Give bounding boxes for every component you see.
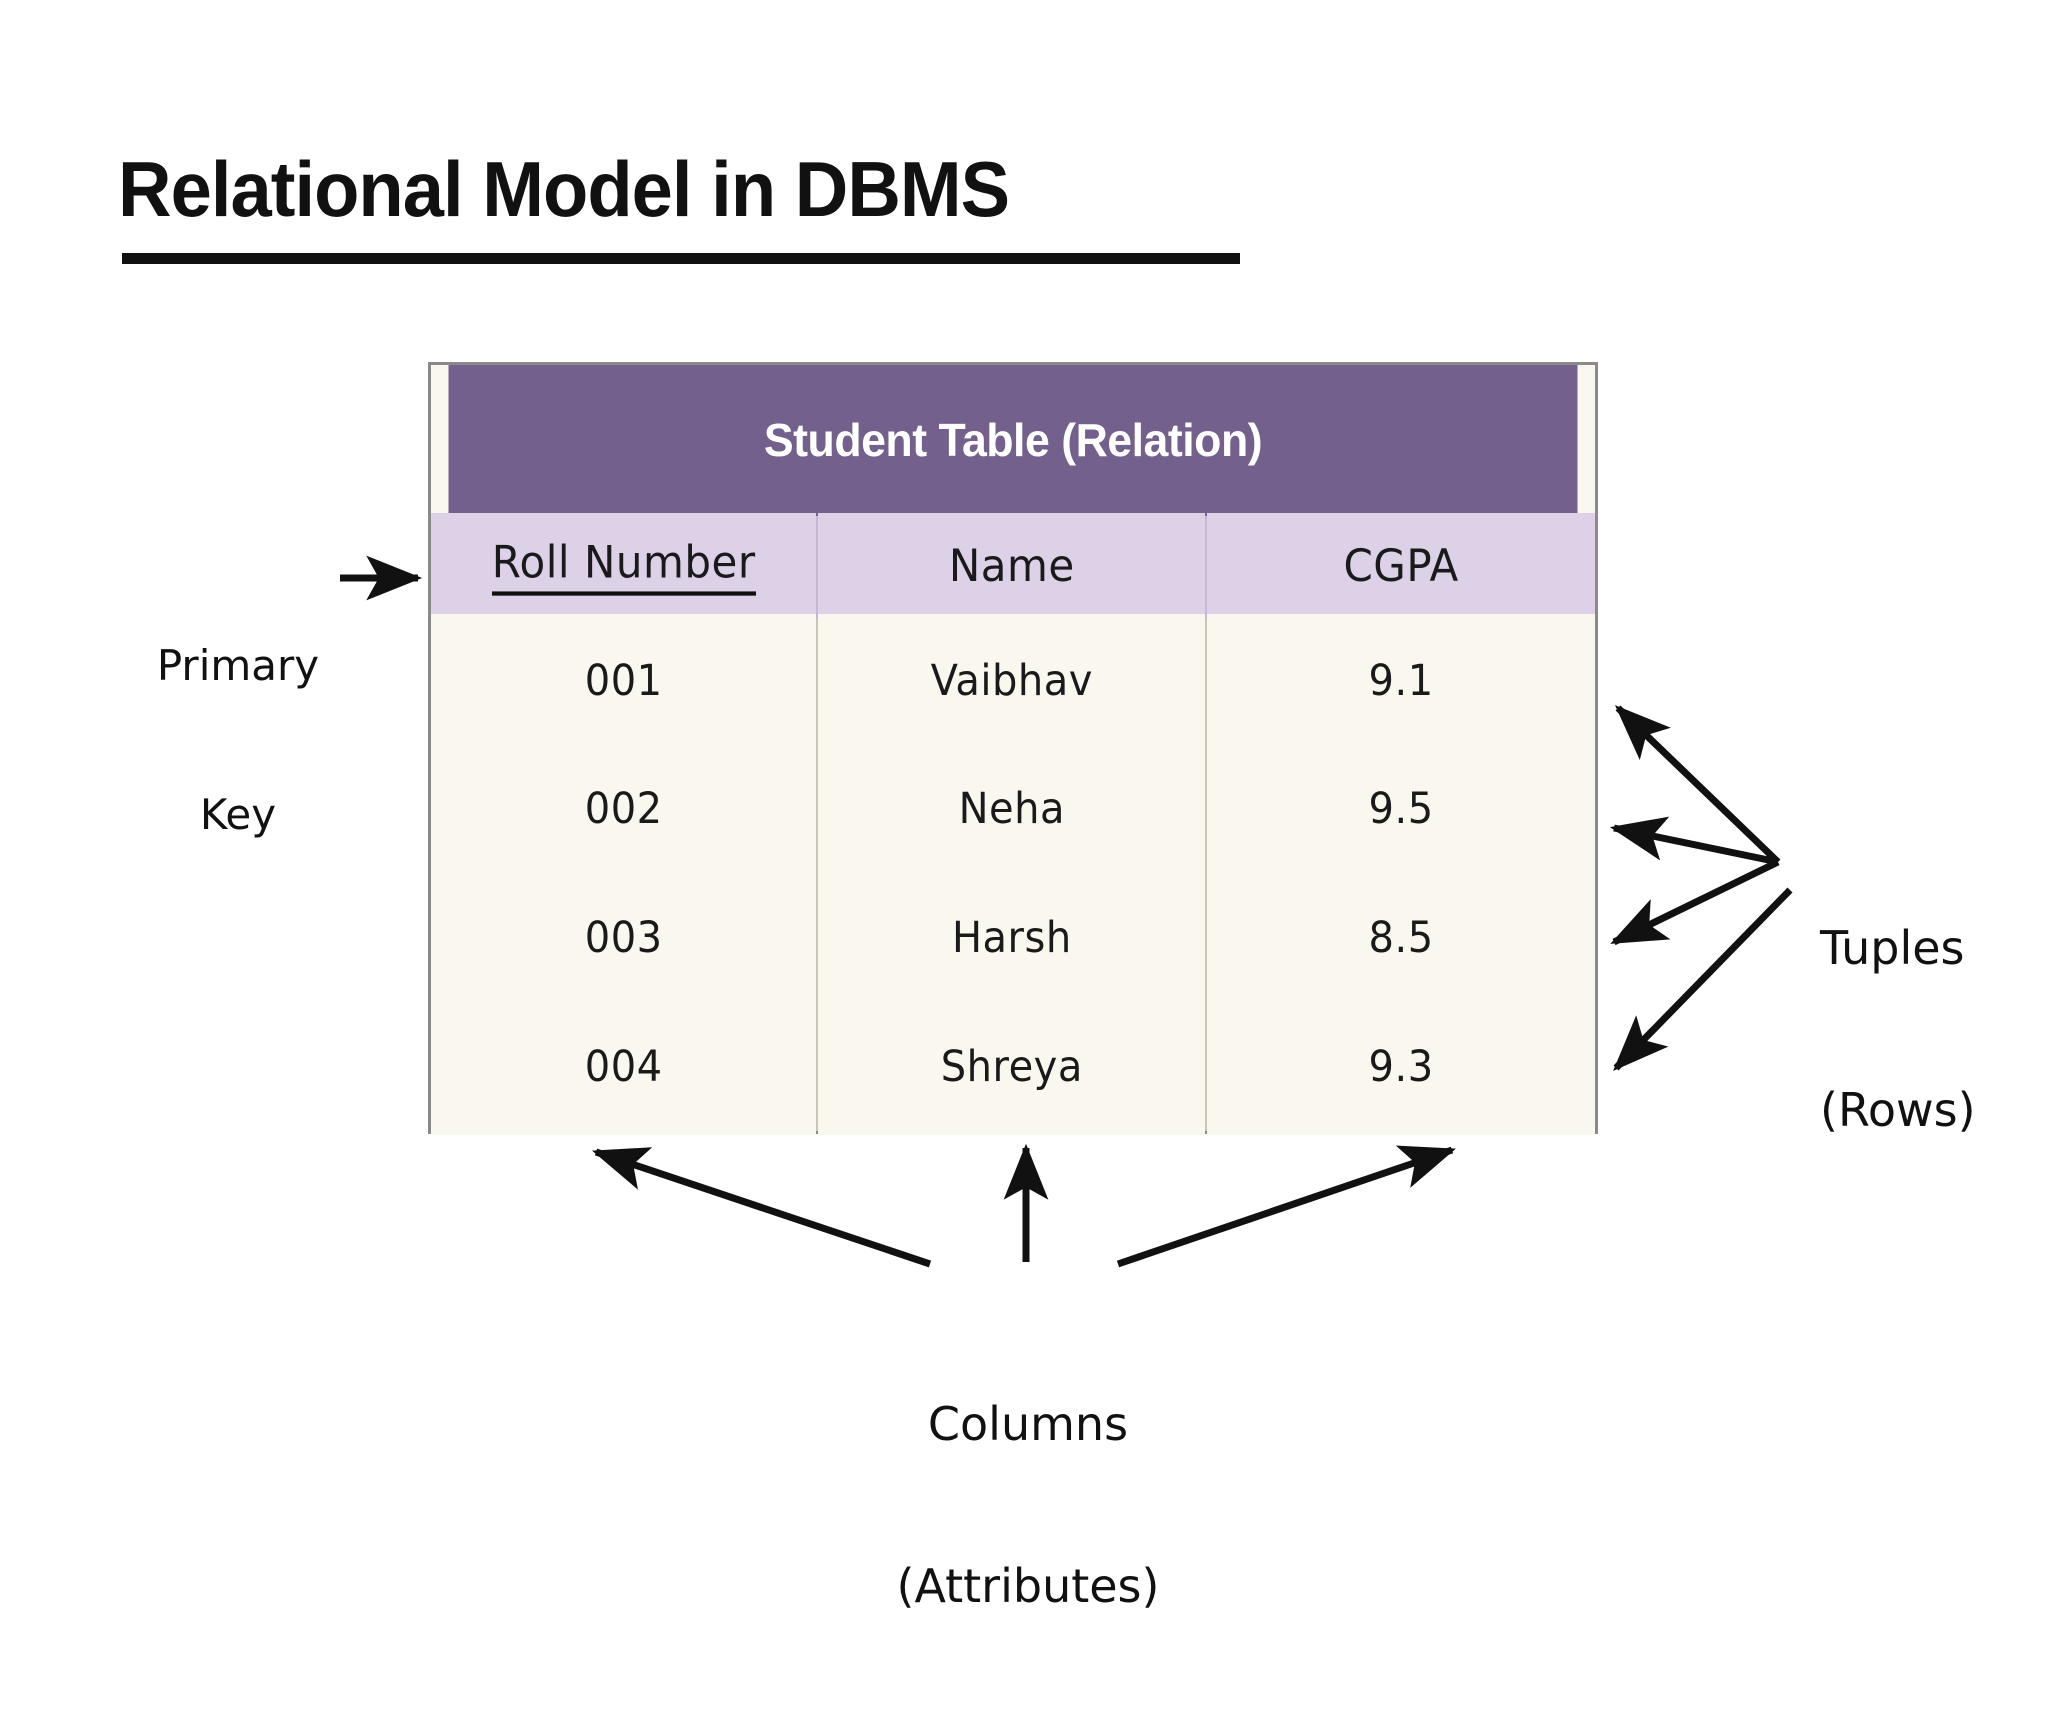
cell-roll-number: 001	[431, 611, 819, 750]
table-row: 002 Neha 9.5	[431, 740, 1595, 879]
column-arrow-roll-number	[592, 1147, 932, 1268]
cell-cgpa: 9.1	[1206, 611, 1595, 750]
column-header-roll-number: Roll Number	[431, 512, 819, 620]
cell-cgpa: 9.3	[1206, 998, 1595, 1135]
page-title-underline	[122, 253, 1240, 264]
relation-caption-row: Student Table (Relation)	[431, 365, 1595, 516]
cell-cgpa: 8.5	[1206, 869, 1595, 1007]
tuple-arrow-row-1	[1614, 705, 1781, 865]
tuples-annotation-line2: (Rows)	[1820, 1083, 1976, 1138]
cell-roll-number: 002	[431, 740, 819, 879]
column-header-cgpa: CGPA	[1206, 512, 1595, 620]
table-row: 001 Vaibhav 9.1	[431, 611, 1595, 750]
cell-name: Neha	[817, 740, 1208, 879]
cell-roll-number: 003	[431, 869, 819, 1007]
cell-name: Vaibhav	[817, 611, 1208, 750]
table-row: 004 Shreya 9.3	[431, 998, 1595, 1135]
primary-key-annotation-line2: Key	[199, 789, 277, 839]
student-relation-table: Student Table (Relation) Roll Number Nam…	[428, 362, 1598, 1135]
columns-annotation-line1: Columns	[927, 1396, 1129, 1451]
slide-canvas: Relational Model in DBMS Student Table (…	[118, 145, 1976, 1614]
columns-annotation: Columns (Attributes)	[858, 1288, 1198, 1722]
table-row: 003 Harsh 8.5	[431, 869, 1595, 1007]
cell-roll-number: 004	[431, 998, 819, 1135]
tuple-arrow-row-4	[1613, 887, 1793, 1072]
relation-table-grid: Student Table (Relation) Roll Number Nam…	[431, 365, 1595, 1135]
tuples-annotation: Tuples (Rows)	[1820, 812, 1976, 1246]
cell-name: Shreya	[817, 998, 1208, 1135]
primary-key-annotation-line1: Primary	[156, 641, 320, 691]
columns-annotation-line2: (Attributes)	[896, 1559, 1160, 1614]
relation-caption: Student Table (Relation)	[448, 365, 1578, 516]
column-arrow-cgpa	[1116, 1145, 1456, 1268]
column-header-name: Name	[817, 512, 1208, 620]
tuples-annotation-line1: Tuples	[1820, 920, 1965, 975]
tuple-arrow-row-3	[1610, 858, 1780, 946]
attribute-header-row: Roll Number Name CGPA	[431, 512, 1595, 620]
page-title: Relational Model in DBMS	[118, 145, 1010, 233]
column-header-roll-number-label: Roll Number	[491, 536, 756, 596]
tuple-arrow-row-2	[1609, 816, 1779, 866]
primary-key-annotation: Primary Key	[138, 542, 338, 938]
cell-name: Harsh	[817, 869, 1208, 1007]
cell-cgpa: 9.5	[1206, 740, 1595, 879]
